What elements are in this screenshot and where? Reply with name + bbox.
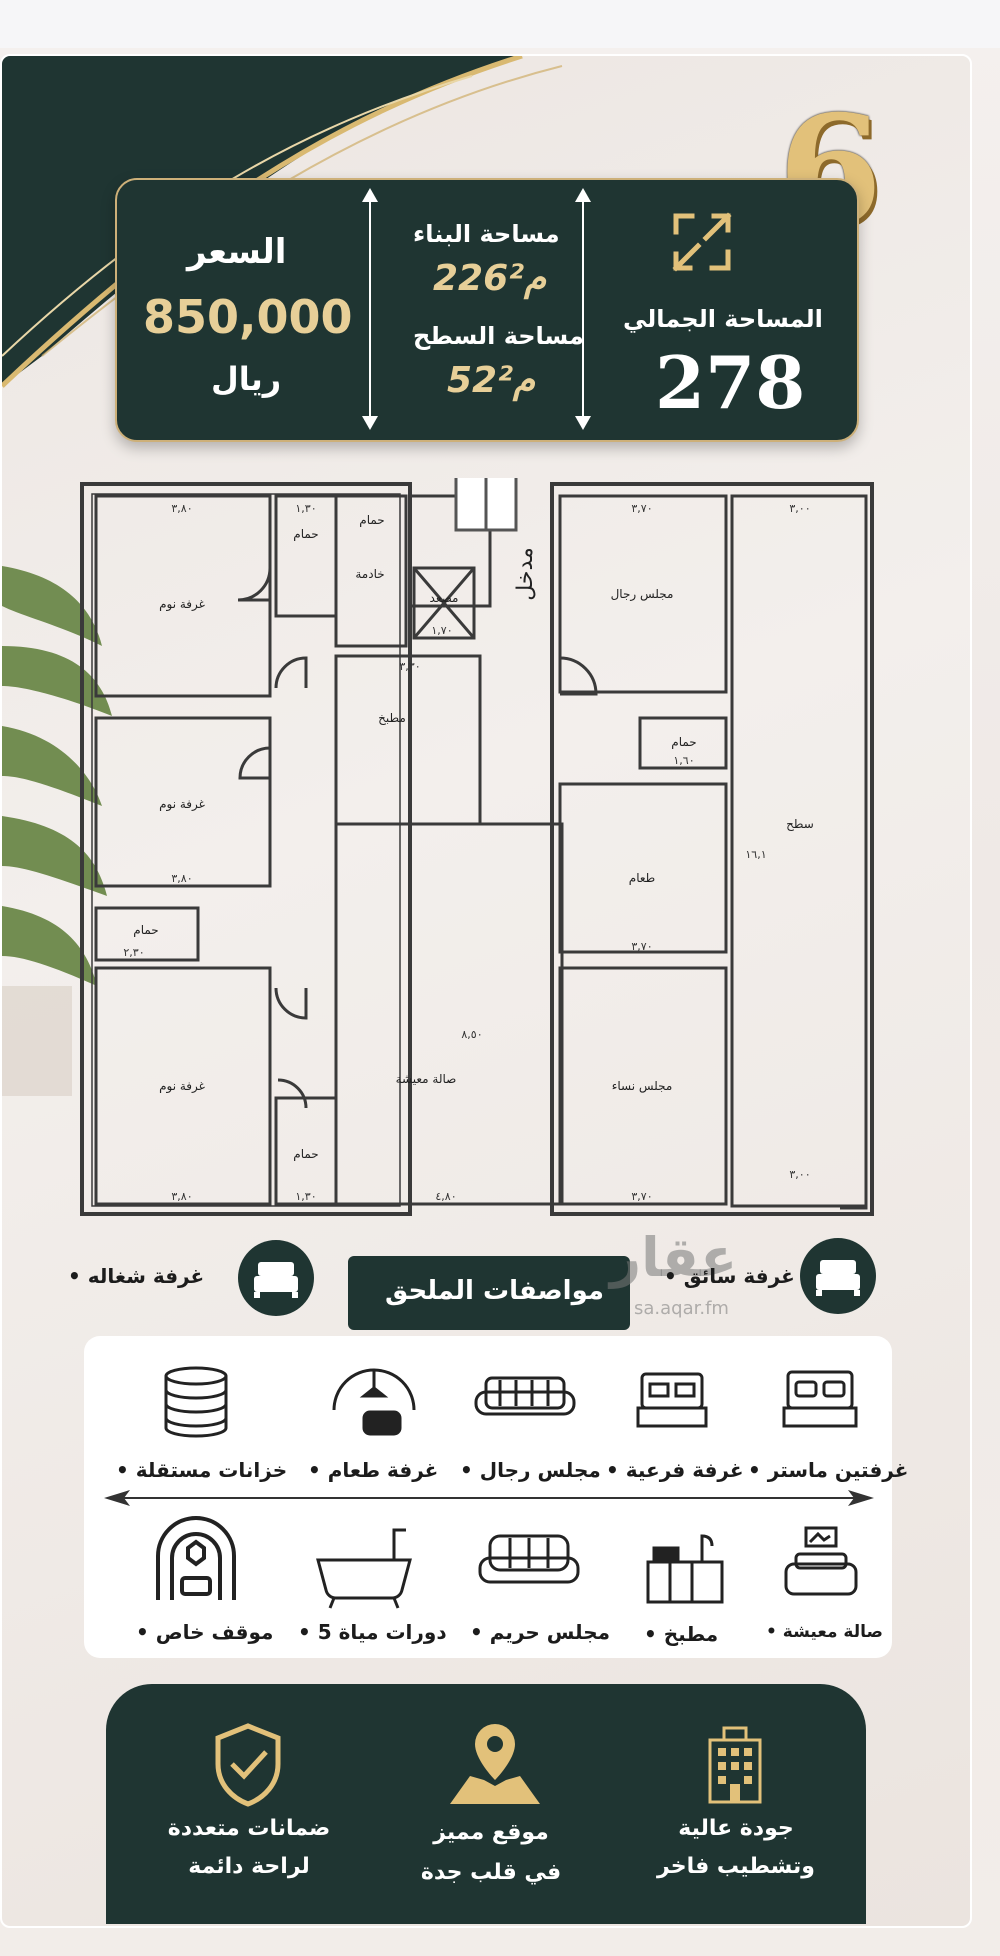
- annex-title: مواصفات الملحق: [385, 1276, 604, 1306]
- entrance-label: مدخل: [513, 547, 538, 601]
- dim-16: ٨,٥٠: [461, 1028, 482, 1041]
- separator-arrow: [104, 1490, 874, 1506]
- dim-4: ١,٣٠: [295, 502, 316, 515]
- living-room-icon: [784, 1526, 858, 1596]
- room-roof: سطح: [786, 817, 814, 831]
- roof-area-value: 52م²: [447, 360, 536, 401]
- price-label: السعر: [187, 232, 287, 272]
- stats-panel: المساحة الجمالي 278 مساحة البناء 226م² م…: [115, 178, 859, 442]
- dim-13: ٢,٣٠: [123, 946, 144, 959]
- expand-icon: [672, 212, 732, 272]
- location-pin-icon: [450, 1724, 540, 1804]
- dim-10: ٣,٧٠: [631, 1190, 652, 1203]
- dim-12: ٣,٠٠: [789, 1168, 810, 1181]
- dim-9: ٣,٧٠: [631, 940, 652, 953]
- bed-icon-2: [816, 1260, 860, 1296]
- floor-plan: غرفة نوم غرفة نوم غرفة نوم حمام حمام حما…: [80, 478, 874, 1216]
- feature-bathrooms: • 5 دورات مياة: [298, 1620, 447, 1644]
- dim-1: ٣,٨٠: [171, 502, 192, 515]
- room-bath-2: حمام: [133, 923, 158, 937]
- room-kitchen: مطبخ: [378, 711, 406, 725]
- driver-room-icon-badge: [800, 1238, 876, 1314]
- room-living: صالة معيشة: [396, 1072, 457, 1086]
- feature-living-room: • صالة معيشة: [766, 1622, 883, 1642]
- kitchen-icon: [646, 1534, 724, 1604]
- room-men-majlis: مجلس رجال: [611, 587, 674, 602]
- room-bath-3: حمام: [293, 1147, 318, 1161]
- room-bath-4: حمام: [359, 513, 384, 527]
- highlights-panel: جودة عالية وتشطيب فاخر موقع مميز في قلب …: [106, 1684, 866, 1924]
- building-area-label: مساحة البناء: [413, 220, 560, 248]
- feature-men-majlis: • مجلس رجال: [460, 1458, 601, 1482]
- room-bath-1: حمام: [293, 527, 318, 541]
- feature-women-majlis: • مجلس حريم: [470, 1620, 610, 1644]
- divider-arrow-top-2: [362, 188, 378, 202]
- double-bed-icon: [782, 1370, 858, 1428]
- warranty-line1: ضمانات متعددة: [167, 1816, 331, 1841]
- divider-arrow-bottom-2: [362, 416, 378, 430]
- shield-check-icon: [215, 1723, 281, 1807]
- total-area-label: المساحة الجمالي: [623, 305, 823, 333]
- warranty-line2: لراحة دائمة: [188, 1854, 310, 1879]
- divider-left: [369, 198, 371, 418]
- building-icon: [708, 1726, 762, 1804]
- plant-decoration: [2, 566, 112, 1096]
- features-panel: • غرفتين ماستر • غرفة فرعية • مجلس رجال …: [84, 1336, 908, 1658]
- feature-dining-room: • غرفة طعام: [308, 1458, 439, 1482]
- room-bedroom-1: غرفة نوم: [159, 597, 205, 612]
- room-maid: خادمة: [355, 567, 384, 581]
- dim-17: ١٦,١: [745, 848, 766, 861]
- roof-area-label: مساحة السطح: [413, 322, 584, 350]
- dim-5: ١,٣٠: [295, 1190, 316, 1203]
- parking-icon: [156, 1516, 236, 1600]
- feature-sub-room: • غرفة فرعية: [606, 1458, 744, 1482]
- dim-6: ٣,٣٠: [399, 660, 420, 673]
- annex-maid-room: • غرفة شغاله: [68, 1264, 205, 1288]
- dim-2: ٣,٨٠: [171, 872, 192, 885]
- currency: ريال: [211, 360, 282, 398]
- bed-icon: [254, 1262, 298, 1298]
- maid-room-icon-badge: [238, 1240, 314, 1316]
- dim-11: ٣,٠٠: [789, 502, 810, 515]
- room-bath-5: حمام: [671, 735, 696, 749]
- feature-kitchen: • مطبخ: [644, 1622, 719, 1646]
- room-bedroom-2: غرفة نوم: [159, 797, 205, 812]
- watermark-brand: عقار: [610, 1226, 738, 1289]
- annex-title-banner: مواصفات الملحق: [348, 1256, 630, 1330]
- bathtub-icon: [316, 1528, 412, 1609]
- divider-right: [582, 198, 584, 418]
- divider-arrow-bottom: [575, 416, 591, 430]
- feature-private-parking: • موقف خاص: [136, 1620, 274, 1644]
- water-tank-icon: [164, 1366, 228, 1438]
- dim-7: ٤,٨٠: [435, 1190, 456, 1203]
- annex-driver-room: • غرفة سائق: [664, 1264, 795, 1288]
- dim-14: ١,٧٠: [431, 624, 452, 637]
- total-area-value: 278: [655, 340, 806, 425]
- dining-icon: [332, 1368, 416, 1436]
- quality-line2: وتشطيب فاخر: [657, 1854, 815, 1879]
- dim-8: ٣,٧٠: [631, 502, 652, 515]
- status-bar: [0, 0, 1000, 48]
- watermark-url: sa.aqar.fm: [634, 1298, 729, 1319]
- room-dining: طعام: [629, 871, 655, 885]
- dim-15: ١,٦٠: [673, 754, 694, 767]
- quality-line1: جودة عالية: [678, 1816, 794, 1841]
- price-value: 850,000: [143, 290, 353, 344]
- feature-master-rooms: • غرفتين ماستر: [748, 1458, 909, 1482]
- room-bedroom-3: غرفة نوم: [159, 1079, 205, 1094]
- room-elevator: مصعد: [430, 591, 459, 605]
- location-line1: موقع مميز: [433, 1820, 549, 1845]
- couch-icon: [478, 1534, 580, 1584]
- location-line2: في قلب جدة: [420, 1860, 562, 1885]
- sofa-icon: [474, 1376, 576, 1416]
- room-women-majlis: مجلس نساء: [612, 1079, 673, 1094]
- feature-water-tanks: • خزانات مستقلة: [116, 1458, 288, 1482]
- building-area-value: 226م²: [433, 258, 547, 299]
- divider-arrow-top: [575, 188, 591, 202]
- bed-icon-3: [636, 1372, 708, 1428]
- dim-3: ٣,٨٠: [171, 1190, 192, 1203]
